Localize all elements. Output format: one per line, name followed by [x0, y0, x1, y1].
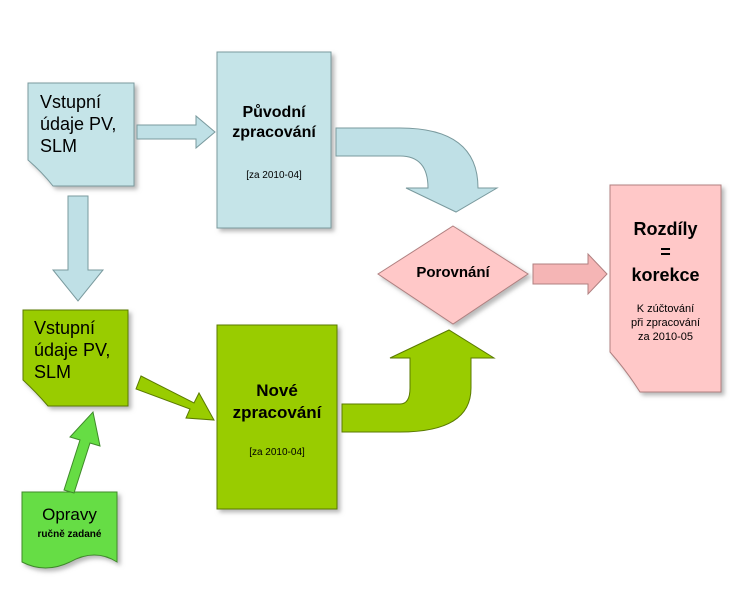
- input-bottom-line-3: SLM: [34, 362, 72, 382]
- input-bottom-line-2: údaje PV,: [34, 340, 111, 360]
- result-title-line-2: =: [660, 242, 671, 262]
- input-top-label: Vstupní údaje PV, SLM: [40, 91, 116, 157]
- corrections-document: [21, 491, 118, 569]
- curved-arrow-new-to-compare: [341, 329, 496, 433]
- input-top-line-2: údaje PV,: [40, 114, 117, 134]
- result-title-line-1: Rozdíly: [633, 219, 698, 239]
- corrections-title: Opravy: [42, 505, 97, 524]
- original-title: Původní zpracování: [217, 103, 331, 143]
- comparison-diamond: [377, 225, 529, 325]
- original-period: [za 2010-04]: [246, 170, 302, 181]
- original-title-line-1: Původní: [242, 104, 306, 121]
- original-processing-box: [216, 51, 332, 229]
- arrow-compare-to-result: [532, 252, 608, 296]
- arrow-corrections-up: [63, 410, 101, 494]
- result-document: [609, 184, 722, 393]
- result-title-line-3: korekce: [631, 265, 700, 285]
- arrow-input-down: [51, 195, 105, 302]
- input-bottom-label: Vstupní údaje PV, SLM: [34, 317, 110, 383]
- new-title: Nové zpracování: [217, 380, 337, 424]
- arrow-input-to-original: [136, 114, 216, 150]
- result-note: K zúčtování při zpracování za 2010-05: [610, 302, 721, 344]
- new-title-line-1: Nové: [256, 381, 298, 400]
- new-period: [za 2010-04]: [249, 447, 305, 458]
- new-processing-box: [216, 324, 338, 510]
- result-note-line-3: za 2010-05: [637, 331, 694, 343]
- corrections-subtitle: ručně zadané: [37, 529, 102, 540]
- result-note-line-1: K zúčtování: [636, 303, 695, 315]
- input-bottom-document: [22, 309, 129, 407]
- compare-label: Porovnání: [416, 264, 490, 281]
- input-top-line-1: Vstupní: [40, 92, 102, 112]
- original-title-line-2: zpracování: [232, 124, 316, 141]
- input-bottom-line-1: Vstupní: [34, 318, 96, 338]
- result-title: Rozdíly = korekce: [610, 218, 721, 287]
- curved-arrow-original-to-compare: [335, 127, 499, 213]
- arrow-input-to-new: [135, 375, 215, 421]
- input-top-line-3: SLM: [40, 136, 78, 156]
- input-top-document: [27, 82, 135, 187]
- result-note-line-2: při zpracování: [630, 317, 701, 329]
- new-title-line-2: zpracování: [232, 403, 322, 422]
